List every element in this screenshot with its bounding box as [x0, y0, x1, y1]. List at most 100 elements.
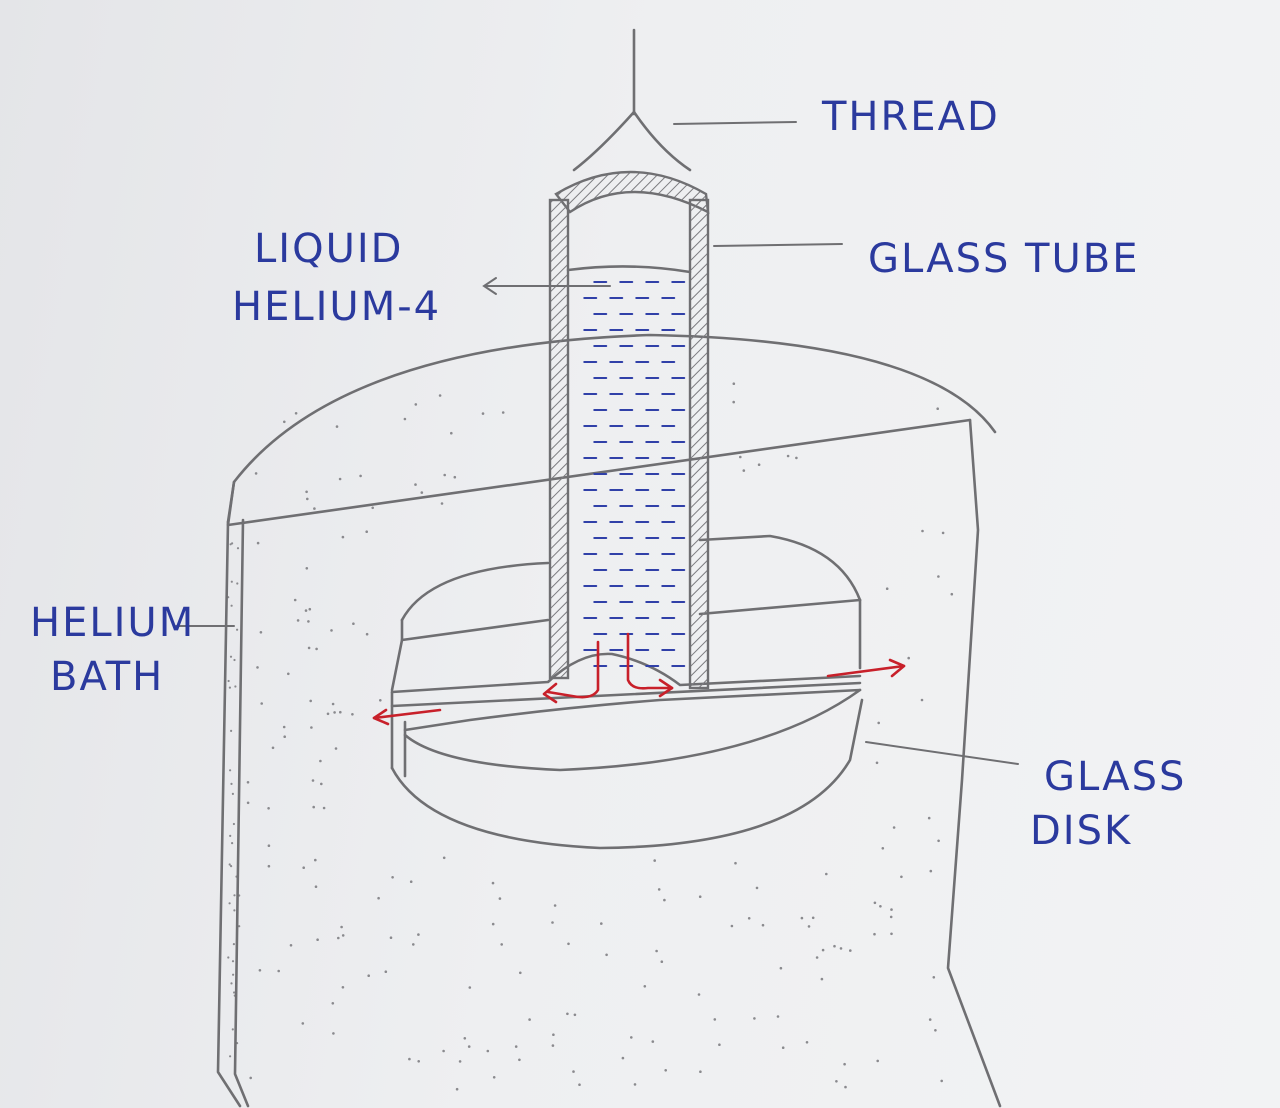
stipple-dot — [605, 954, 608, 957]
stipple-dot — [417, 933, 420, 936]
stipple-dot — [652, 1040, 655, 1043]
stipple-dot — [801, 917, 804, 920]
stipple-dot — [468, 1045, 471, 1048]
stipple-dot — [732, 401, 735, 404]
stipple-dot — [758, 463, 761, 466]
label-disk-line1: GLASS — [1044, 754, 1186, 800]
stipple-dot — [439, 394, 442, 397]
stipple-dot — [718, 1043, 721, 1046]
stipple-dot — [323, 807, 326, 810]
stipple-dot — [441, 502, 444, 505]
stipple-dot — [359, 475, 362, 478]
stipple-dot — [634, 1083, 637, 1086]
label-glass-tube: GLASS TUBE — [868, 236, 1139, 282]
stipple-dot — [302, 1022, 305, 1025]
stipple-dot — [934, 1029, 937, 1032]
stipple-dot — [308, 647, 311, 650]
stipple-dot — [315, 648, 318, 651]
stipple-dot — [873, 933, 876, 936]
stipple-dot — [816, 956, 819, 959]
stipple-dot — [332, 703, 335, 706]
stipple-dot — [268, 844, 271, 847]
stipple-dot — [230, 982, 232, 984]
stipple-dot — [733, 382, 736, 385]
stipple-dot — [237, 547, 239, 549]
stipple-dot — [572, 1070, 575, 1073]
thread-leader — [674, 122, 796, 124]
stipple-dot — [812, 917, 815, 920]
stipple-dot — [658, 888, 661, 891]
stipple-dot — [748, 917, 751, 920]
stipple-dot — [877, 722, 880, 725]
helium-bath-stipple — [227, 382, 953, 1090]
stipple-dot — [315, 885, 318, 888]
stipple-dot — [337, 937, 340, 940]
stipple-dot — [267, 807, 270, 810]
stipple-dot — [699, 1070, 702, 1073]
stipple-dot — [644, 985, 647, 988]
stipple-dot — [287, 673, 290, 676]
stipple-dot — [840, 947, 843, 950]
stipple-dot — [528, 1018, 531, 1021]
stipple-dot — [756, 887, 759, 890]
stipple-dot — [518, 1059, 521, 1062]
stipple-dot — [230, 730, 232, 732]
stipple-dot — [229, 687, 231, 689]
stipple-dot — [890, 908, 893, 911]
stipple-dot — [320, 783, 323, 786]
stipple-dot — [698, 993, 701, 996]
stipple-dot — [313, 507, 316, 510]
stipple-dot — [342, 536, 345, 539]
stipple-dot — [340, 926, 343, 929]
stipple-dot — [882, 847, 885, 850]
stipple-dot — [928, 817, 931, 820]
stipple-dot — [229, 863, 231, 865]
stipple-dot — [443, 857, 446, 860]
stipple-dot — [806, 1041, 809, 1044]
stipple-dot — [306, 498, 309, 501]
stipple-dot — [890, 916, 893, 919]
stipple-dot — [339, 711, 342, 714]
stipple-dot — [232, 960, 234, 962]
stipple-dot — [332, 1002, 335, 1005]
stipple-dot — [622, 1057, 625, 1060]
glass-disk-leader — [866, 742, 1018, 764]
stipple-dot — [653, 859, 656, 862]
stipple-dot — [456, 1088, 459, 1091]
stipple-dot — [551, 921, 554, 924]
stipple-dot — [825, 873, 828, 876]
stipple-dot — [443, 474, 446, 477]
stipple-dot — [921, 699, 924, 702]
label-disk-line2: DISK — [1030, 808, 1132, 854]
stipple-dot — [566, 1013, 569, 1016]
stipple-dot — [305, 609, 308, 612]
stipple-dot — [731, 925, 734, 928]
stipple-dot — [277, 970, 280, 973]
stipple-dot — [260, 702, 263, 705]
stipple-dot — [808, 925, 811, 928]
stipple-dot — [469, 986, 472, 989]
stipple-dot — [302, 866, 305, 869]
stipple-dot — [500, 943, 503, 946]
stipple-dot — [849, 949, 852, 952]
stipple-dot — [937, 840, 940, 843]
stipple-dot — [330, 629, 333, 632]
stipple-dot — [900, 876, 903, 879]
stipple-dot — [309, 700, 312, 703]
stipple-dot — [228, 680, 230, 682]
glass-disk — [392, 536, 862, 848]
stipple-dot — [232, 1028, 234, 1030]
stipple-dot — [942, 532, 945, 535]
stipple-dot — [366, 633, 369, 636]
stipple-dot — [268, 865, 271, 868]
stipple-dot — [739, 456, 742, 459]
stipple-dot — [567, 943, 570, 946]
stipple-dot — [316, 938, 319, 941]
stipple-dot — [233, 894, 235, 896]
stipple-dot — [333, 711, 336, 714]
stipple-dot — [229, 769, 231, 771]
stipple-dot — [227, 956, 229, 958]
stipple-dot — [408, 1058, 411, 1061]
stipple-dot — [552, 1033, 555, 1036]
